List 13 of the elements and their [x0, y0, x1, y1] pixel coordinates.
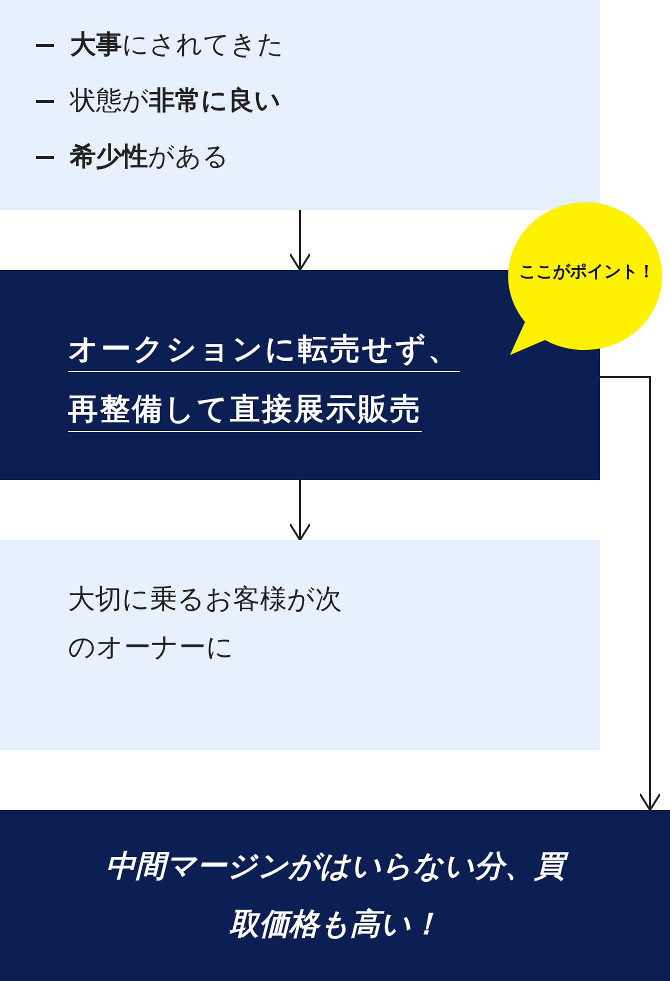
- result-banner: [0, 810, 670, 981]
- arrow: [289, 210, 311, 271]
- bubble-text: ここがポイント！: [518, 261, 656, 283]
- list-item: 状態が非常に良い: [70, 84, 281, 118]
- result-text: 中間マージンがはいらない分、買取価格も高い！: [95, 838, 575, 954]
- highlight-text: オークションに転売せず、再整備して直接展示販売: [68, 331, 461, 429]
- arrow: [289, 480, 311, 541]
- info-panel: [0, 0, 600, 210]
- arrow: [600, 376, 661, 811]
- body-text: 大切に乗るお客様が次のオーナーに: [68, 583, 343, 665]
- list-item: 大事にされてきた: [70, 28, 284, 62]
- info-panel: [0, 540, 600, 750]
- list-item: 希少性がある: [70, 140, 229, 174]
